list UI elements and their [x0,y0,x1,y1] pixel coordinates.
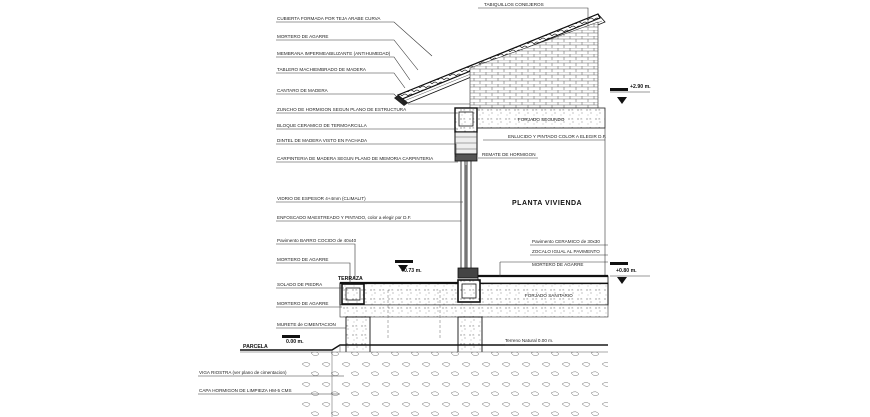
roof [394,13,606,109]
label-membrana: MEMBRANA IMPERMEABILIZANTE (ANTIHUMEDAD) [277,51,391,56]
label-carpinteria: CARPINTERIA DE MADERA SEGUN PLANO DE MEM… [277,156,434,161]
level-marker-terrace: +0.73 m. [395,260,422,274]
label-mortero-1: MORTERO DE AGARRE [277,34,328,39]
label-zocalo: ZOCALO IGUAL AL PAVIMENTO [532,249,600,254]
label-enlucido: ENLUCIDO Y PINTADO COLOR A ELEGIR D.F. [508,134,606,139]
label-bloque: BLOQUE CERAMICO DE TERMOARCILLA [277,123,368,128]
parcela-label: PARCELA [243,344,268,350]
ground [240,344,608,417]
level-terrace-label: +0.73 m. [401,268,422,274]
level-floor-label: +0.80 m. [616,268,637,274]
label-forjado-sanitario: FORJADO SANITARIO [525,293,573,298]
label-tabiquillos: TABIQUILLOS CONEJEROS [484,2,544,7]
left-labels: CUBIERTA FORMADA POR TEJA ARABE CURVA MO… [199,16,434,393]
label-vidrio: VIDRIO DE ESPESOR 4+4mm (CLIMALIT) [277,196,366,201]
floor-slab [339,274,609,306]
label-pavimento-ceramico: Pavimento CERAMICO de 30x30 [532,239,600,244]
label-mortero-2: MORTERO DE AGARRE [277,257,328,262]
label-dintel: DINTEL DE MADERA VISTO EN FACHADA [277,138,368,143]
wall-window [457,128,606,279]
label-murete: MURETE de CIMENTACION [277,322,336,327]
label-remate: REMATE DE HORMIGON [482,152,536,157]
label-capa-hormigon: CAPA HORMIGON DE LIMPIEZA HM-5 CMS [199,388,292,393]
label-tablero: TABLERO MACHIEMBRADO DE MADERA [277,67,367,72]
label-solado: SOLADO DE PIEDRA [277,282,323,287]
label-pavimento-barro: Pavimento BARRO COCIDO de 40x40 [277,238,357,243]
level-roof-label: +2.90 m. [630,84,651,90]
label-cantaro: CANTARO DE MADERA [277,88,329,93]
label-enfoscado: ENFOSCADO MAESTREADO Y PINTADO, color a … [277,215,411,220]
label-cubierta: CUBIERTA FORMADA POR TEJA ARABE CURVA [277,16,381,21]
level-marker-ground: 0.00 m. [282,335,304,345]
level-marker-roof: +2.90 m. [610,84,651,104]
level-ground-label: 0.00 m. [286,339,304,345]
label-forjado: FORJADO SEGUNDO [518,117,565,122]
room-label: PLANTA VIVIENDA [512,200,582,207]
leader-lines-left [198,21,463,395]
label-mortero-right: MORTERO DE AGARRE [532,262,583,267]
leader-lines-right [478,7,608,346]
label-viga-riostra: VIGA RIOSTRA (ver plano de cimentacion) [199,370,287,375]
level-marker-floor: +0.80 m. [610,262,650,284]
upper-slab [454,107,606,162]
label-mortero-3: MORTERO DE AGARRE [277,301,328,306]
terraza-label: TERRAZA [338,276,363,282]
label-terreno: Terreno Natural 0.00 m. [505,338,553,343]
label-zuncho: ZUNCHO DE HORMIGON SEGUN PLANO DE ESTRUC… [277,107,407,112]
right-labels: TABIQUILLOS CONEJEROS FORJADO SEGUNDO EN… [482,2,606,343]
